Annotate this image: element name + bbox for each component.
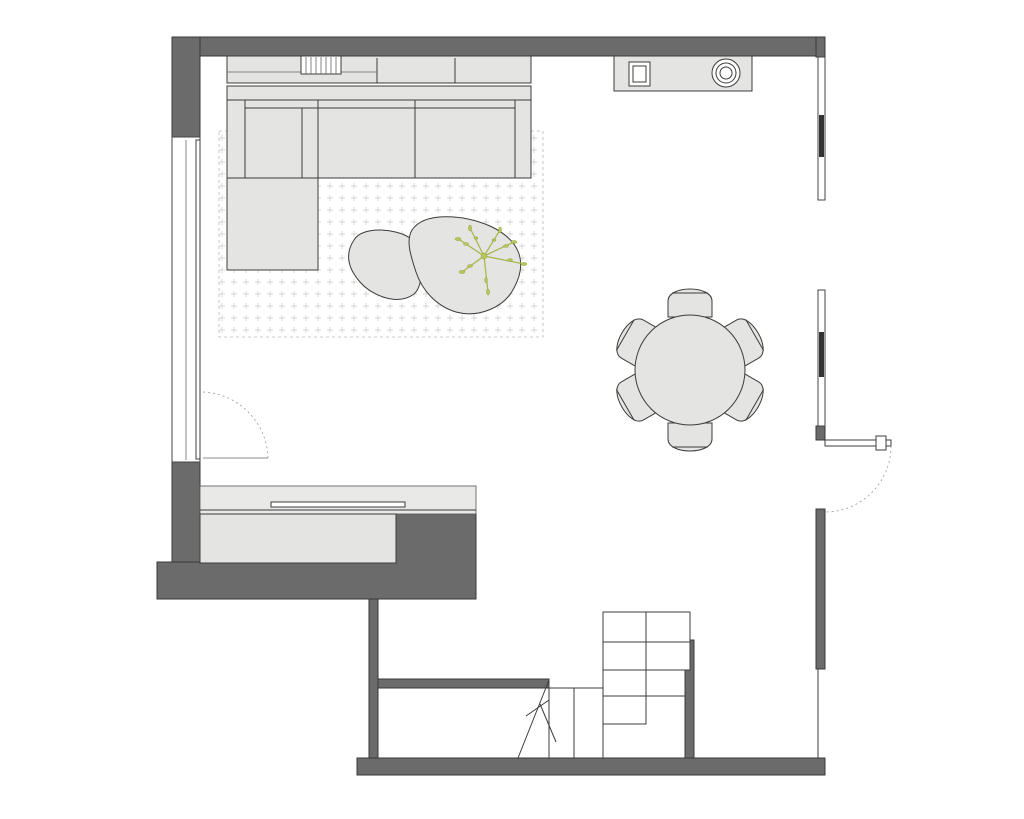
dining-chair[interactable]: [722, 373, 769, 426]
media-cabinet[interactable]: [226, 55, 532, 84]
wall-bottom: [356, 757, 826, 776]
door-swing-left: [202, 391, 269, 459]
wall-stair-left: [368, 598, 379, 760]
dining-chair[interactable]: [722, 314, 769, 367]
dining-chair[interactable]: [611, 373, 658, 426]
books-icon: [300, 55, 342, 75]
coffee-table-small[interactable]: [348, 229, 422, 300]
wall-right-top: [815, 36, 826, 58]
wall-right-stub-2: [815, 508, 826, 670]
dining-set[interactable]: [611, 288, 769, 452]
kitchen-counter[interactable]: [199, 485, 477, 564]
lamp-icon: [711, 58, 741, 88]
windows: [171, 56, 826, 758]
wall-top: [171, 36, 826, 57]
round-dining-table[interactable]: [634, 314, 746, 426]
plant-icon: [454, 224, 528, 296]
staircase[interactable]: [517, 611, 691, 759]
chair-icon: [628, 61, 651, 87]
wall-landing: [377, 678, 550, 689]
door-leaf[interactable]: [824, 439, 892, 447]
wall-right-stub-1: [815, 425, 826, 441]
entrance-door[interactable]: [824, 435, 892, 513]
l-sofa[interactable]: [226, 85, 532, 271]
dining-chair[interactable]: [667, 288, 713, 318]
wall-left-lower: [171, 461, 201, 563]
wall-left-upper: [171, 36, 201, 138]
side-console[interactable]: [613, 55, 753, 92]
dining-chair[interactable]: [611, 314, 658, 367]
dining-chair[interactable]: [667, 422, 713, 452]
